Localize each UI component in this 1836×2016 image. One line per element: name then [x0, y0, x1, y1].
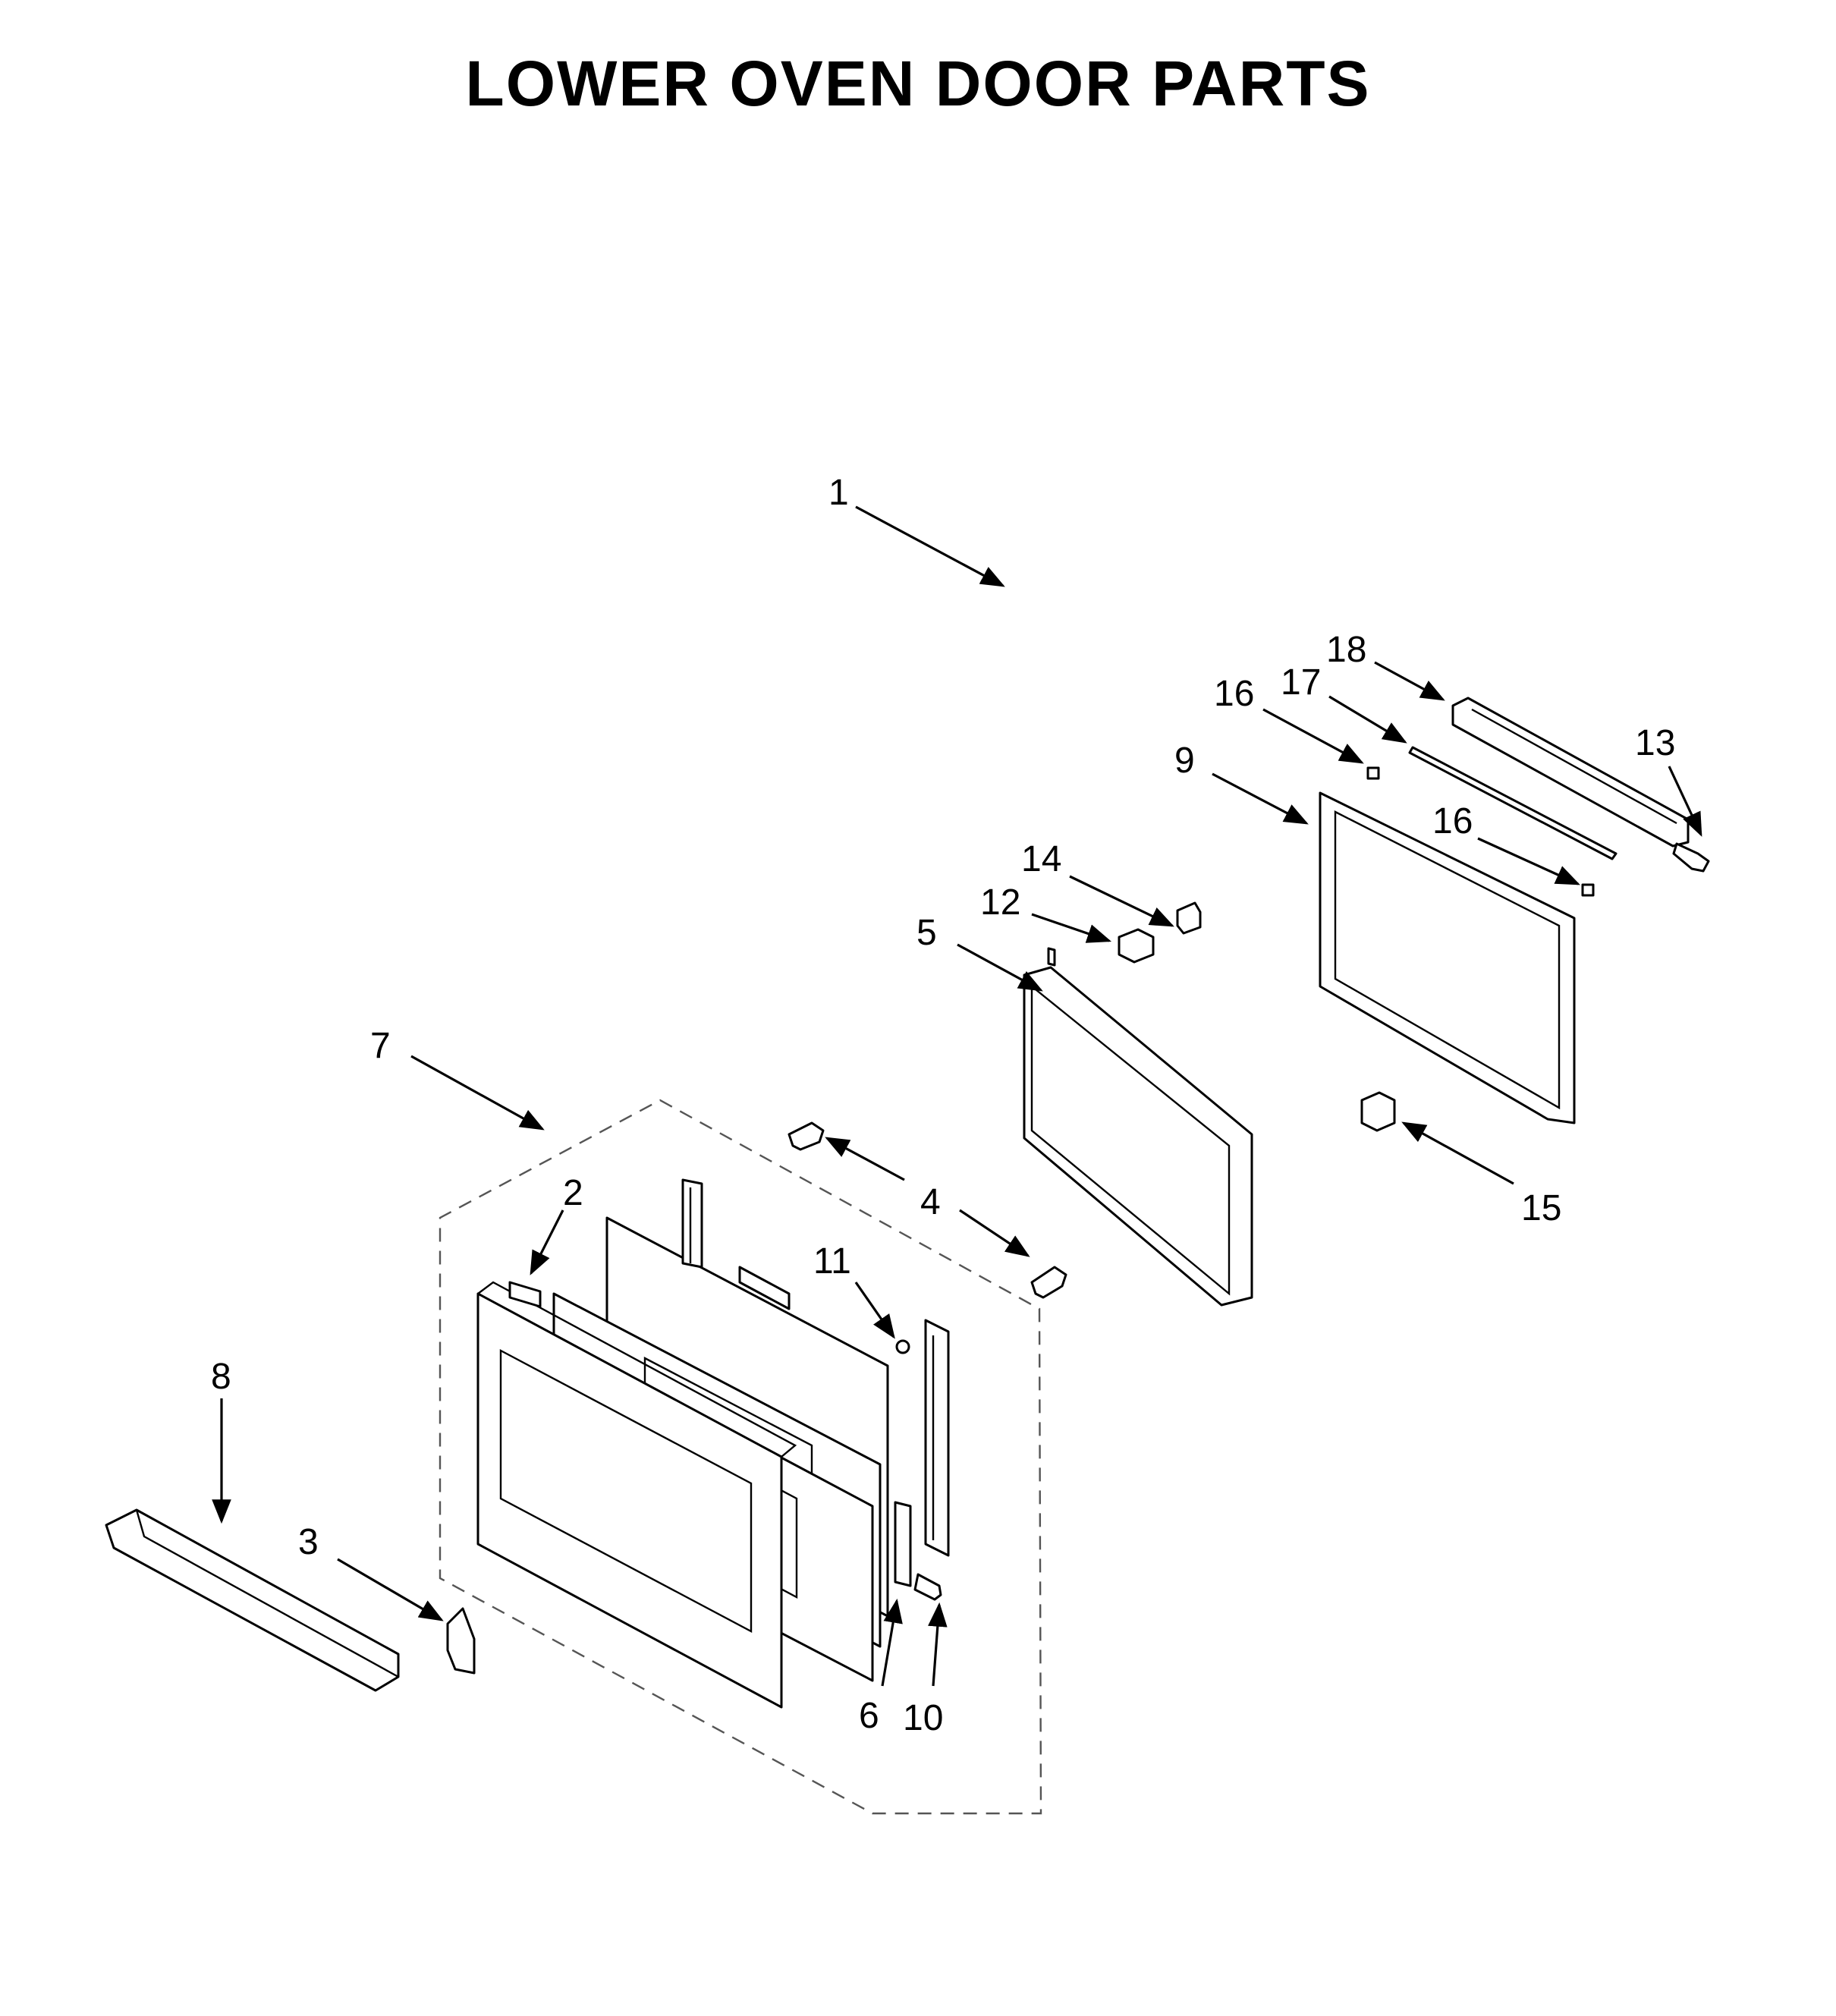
hinge-screw-shape	[913, 1573, 942, 1601]
leader-arrows	[212, 505, 1702, 1687]
page-title: LOWER OVEN DOOR PARTS	[465, 48, 1371, 119]
callout-14: 14	[1021, 839, 1061, 879]
arrow-7	[410, 1055, 545, 1131]
end-cap-shape	[446, 1607, 476, 1675]
hinge-channel-right	[894, 1319, 950, 1587]
bumper-shape	[1118, 928, 1155, 964]
arrow-3	[337, 1558, 444, 1621]
stop-shape	[1360, 1091, 1396, 1132]
inner-frame-shape	[1023, 966, 1253, 1307]
callout-1: 1	[828, 473, 849, 513]
arrow-6	[881, 1598, 903, 1687]
arrow-16b	[1477, 837, 1580, 885]
arrow-1	[855, 505, 1005, 587]
arrow-9	[1212, 772, 1309, 825]
latch-bracket-shape	[508, 1281, 542, 1308]
arrow-13	[1668, 766, 1702, 837]
handle-shape	[105, 1508, 400, 1692]
liner-shape	[1319, 791, 1576, 1124]
arrow-15	[1401, 1121, 1514, 1185]
callout-16a: 16	[1214, 674, 1254, 714]
callout-11: 11	[813, 1241, 851, 1282]
washer-shape	[895, 1339, 910, 1354]
callout-3: 3	[298, 1522, 319, 1562]
arrow-17	[1328, 695, 1407, 744]
arrow-5	[957, 943, 1043, 992]
screw-lower-shape	[1030, 1266, 1067, 1299]
callout-8: 8	[211, 1357, 231, 1397]
vent-trim-shape	[1451, 697, 1690, 848]
pad-shape	[1047, 947, 1056, 967]
callout-13: 13	[1635, 723, 1675, 763]
arrow-14	[1069, 875, 1174, 927]
clip-shape	[1176, 901, 1202, 935]
pad-upper-shape	[1366, 766, 1380, 780]
gasket-strip-shape	[1408, 746, 1618, 860]
callout-9: 9	[1174, 741, 1195, 781]
callout-15: 15	[1521, 1188, 1561, 1228]
callout-10: 10	[903, 1698, 943, 1738]
arrow-4b	[959, 1209, 1030, 1257]
pad-lower-shape	[1581, 883, 1595, 897]
arrow-16a	[1262, 708, 1364, 764]
arrow-11	[854, 1282, 895, 1339]
arrow-18	[1374, 661, 1445, 701]
callout-12: 12	[980, 882, 1020, 923]
arrow-12	[1031, 913, 1112, 943]
callout-7: 7	[370, 1026, 391, 1066]
callout-2: 2	[563, 1173, 583, 1213]
callout-16b: 16	[1432, 801, 1473, 841]
arrow-4a	[825, 1137, 905, 1181]
door-assembly-outline	[439, 1099, 1042, 1815]
arrow-10	[928, 1602, 948, 1687]
callout-6: 6	[859, 1696, 879, 1736]
arrow-2	[530, 1209, 564, 1275]
callout-18: 18	[1326, 630, 1366, 670]
screw-upper-shape	[788, 1121, 825, 1151]
callout-17: 17	[1281, 662, 1321, 703]
hinge-channel-upper	[681, 1178, 791, 1310]
door-panels	[476, 1216, 889, 1709]
vent-screw-shape	[1672, 842, 1710, 873]
callout-4: 4	[920, 1182, 941, 1222]
callout-5: 5	[916, 913, 937, 953]
